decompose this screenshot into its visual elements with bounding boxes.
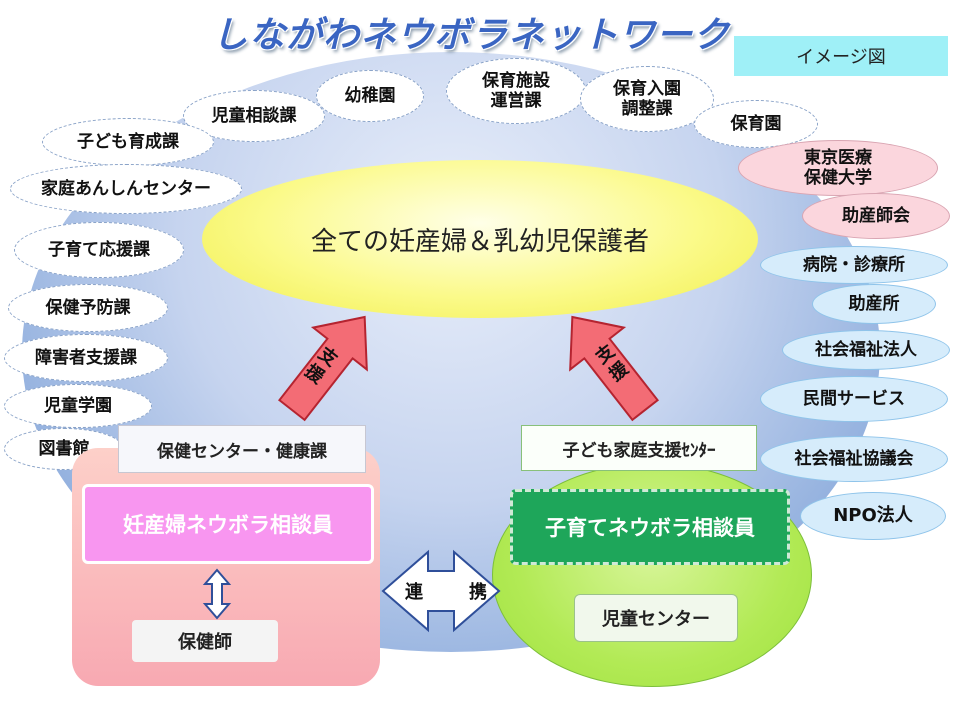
- org-byoin: 病院・診療所: [760, 246, 948, 284]
- page-title: しながわネウボラネットワーク: [211, 15, 730, 56]
- child-family-support-header: 子ども家庭支援ｾﾝﾀｰ: [521, 425, 757, 471]
- org-left-4: 障害者支援課: [4, 334, 168, 382]
- org-left-5: 児童学園: [4, 384, 152, 428]
- target-population: 全ての妊産婦＆乳幼児保護者: [202, 160, 758, 318]
- org-jido-sodan: 児童相談課: [183, 90, 325, 142]
- org-shakai-fukushi-kyogikai: 社会福祉協議会: [760, 436, 948, 482]
- org-josanshikai: 助産師会: [802, 193, 950, 239]
- image-tag: イメージ図: [734, 36, 948, 76]
- org-hoikuen: 保育園: [694, 100, 818, 148]
- org-hoiku-nyuen: 保育入園 調整課: [580, 66, 714, 132]
- org-tokyo-iryo: 東京医療 保健大学: [738, 140, 938, 196]
- childrens-center-box: 児童センター: [574, 594, 738, 642]
- org-left-3: 保健予防課: [8, 284, 168, 332]
- childcare-counselor-box: 子育てネウボラ相談員: [510, 489, 790, 565]
- org-left-1: 家庭あんしんセンター: [10, 164, 242, 214]
- cooperation-label: 連 携: [405, 582, 501, 603]
- health-center-header: 保健センター・健康課: [118, 425, 366, 473]
- org-left-0: 子ども育成課: [42, 118, 214, 166]
- org-npo: NPO法人: [800, 492, 946, 540]
- org-hoiku-shisetsu: 保育施設 運営課: [446, 58, 586, 124]
- org-josanjo: 助産所: [812, 284, 936, 324]
- org-shakai-fukushi-hojin: 社会福祉法人: [782, 330, 950, 370]
- org-minkan: 民間サービス: [760, 376, 948, 422]
- org-yochien: 幼稚園: [316, 70, 424, 122]
- org-left-2: 子育て応援課: [14, 222, 184, 278]
- maternal-counselor-box: 妊産婦ネウボラ相談員: [82, 484, 374, 564]
- public-health-nurse-box: 保健師: [132, 620, 278, 662]
